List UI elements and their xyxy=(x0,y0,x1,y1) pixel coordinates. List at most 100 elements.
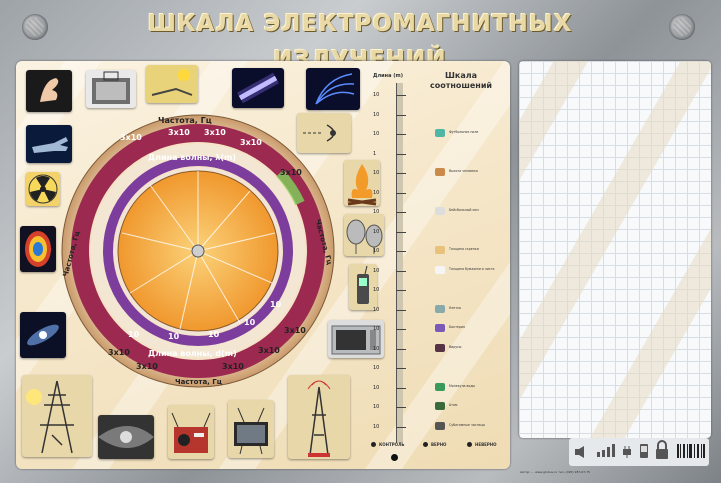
dial-bottom-value: 10 xyxy=(244,318,256,327)
scale-object-label: Бейсбольный мяч xyxy=(449,208,479,212)
poster-title: ШКАЛА ЭЛЕКТРОМАГНИТНЫХ ИЗЛУЧЕНИЙ xyxy=(147,11,573,73)
scale-object-icon xyxy=(435,246,445,254)
correct-indicator[interactable] xyxy=(423,442,428,447)
brain-scan-icon[interactable] xyxy=(20,226,56,272)
fiber-optic-icon[interactable] xyxy=(306,68,360,110)
dial-top-value: 3x10 xyxy=(204,128,226,137)
scale-tick-label: 10 xyxy=(373,287,380,293)
scale-tick xyxy=(396,270,406,272)
scale-object-icon xyxy=(435,304,445,313)
frequency-dial[interactable] xyxy=(60,113,336,389)
dial-outer-label: Частота, Гц xyxy=(158,116,212,125)
scale-tick xyxy=(396,231,406,233)
radio-icon[interactable] xyxy=(168,405,214,459)
dial-top-value: 3x10 xyxy=(168,128,190,137)
eye-icon[interactable] xyxy=(297,113,351,153)
scale-tick-label: 10 xyxy=(373,228,380,235)
dial-top-value: 3x10 xyxy=(120,133,142,142)
scale-tick-label: 10 xyxy=(373,248,380,254)
mobile-phone-icon[interactable] xyxy=(349,264,377,310)
scale-tick-label: 10 xyxy=(373,384,380,391)
scale-tick xyxy=(396,329,406,330)
scale-object-icon xyxy=(435,265,445,274)
screw-top-right xyxy=(669,14,695,40)
microwave-icon[interactable] xyxy=(328,320,384,358)
galaxy-icon[interactable] xyxy=(20,312,66,358)
scale-tick xyxy=(396,426,406,428)
scale-length-label: Длина (m) xyxy=(373,73,403,79)
scale-tick-label: 10 xyxy=(373,92,380,98)
scale-object-label: Толщина скрепки xyxy=(449,247,479,251)
scale-object-icon xyxy=(435,421,445,430)
barcode-icon xyxy=(677,444,705,458)
radio-tower-icon[interactable] xyxy=(288,375,350,459)
tv-icon[interactable] xyxy=(228,400,274,458)
control-button[interactable] xyxy=(391,454,398,461)
dial-bottom-value: 10 xyxy=(270,300,282,309)
scale-tick xyxy=(396,134,406,135)
hand-icon[interactable] xyxy=(26,125,72,163)
lock-icon[interactable] xyxy=(655,440,669,462)
scale-tick-label: 10 xyxy=(373,423,380,430)
scale-object-icon xyxy=(435,324,445,332)
scale-tick xyxy=(396,212,406,213)
scale-object-label: Толщина бумажного листа xyxy=(449,266,495,271)
light-bulb-icon[interactable] xyxy=(98,415,154,459)
scale-tick-label: 10 xyxy=(373,326,380,332)
xray-suitcase-icon[interactable] xyxy=(86,70,136,108)
scale-object-icon xyxy=(435,343,445,352)
control-indicator[interactable] xyxy=(371,442,376,447)
scale-tick-label: 10 xyxy=(373,189,380,196)
scale-tick xyxy=(396,95,406,96)
grid-panel[interactable] xyxy=(519,61,711,438)
scale-tick-label: 10 xyxy=(373,170,380,176)
uv-lamp-icon[interactable] xyxy=(232,68,284,108)
correct-label: ВЕРНО xyxy=(431,442,447,447)
scale-tick-label: 10 xyxy=(373,404,380,410)
dial-top-value: 3x10 xyxy=(240,138,262,147)
scale-tick xyxy=(396,192,406,194)
dial-bottom-freq-value: 3x10 xyxy=(136,362,158,371)
scale-tick-label: 10 xyxy=(373,365,380,371)
sunbather-icon[interactable] xyxy=(146,65,198,103)
scale-object-icon xyxy=(435,207,445,215)
scale-object-label: Высота человека xyxy=(449,169,478,173)
scale-tick xyxy=(396,251,406,252)
scale-tick xyxy=(396,387,406,389)
screw-top-left xyxy=(22,14,48,40)
wrong-label: НЕВЕРНО xyxy=(475,442,497,447)
dial-wavelength-lower-label: Длина волны, d(m) xyxy=(148,349,237,358)
dial-bottom-value: 10 xyxy=(208,330,220,339)
scale-object-label: Молекула воды xyxy=(449,383,476,388)
dial-top-value: 3x10 xyxy=(280,168,302,177)
hand-xray-icon[interactable] xyxy=(26,70,72,112)
satellite-dish-icon[interactable] xyxy=(344,214,384,256)
speaker-icon[interactable] xyxy=(575,446,591,458)
dial-bottom-value: 10 xyxy=(128,330,140,339)
scale-tick xyxy=(396,290,406,291)
dial-frequency-bottom-label: Частота, Гц xyxy=(175,378,222,386)
scale-tick xyxy=(396,153,406,155)
scale-tick xyxy=(396,309,406,311)
dial-bottom-freq-value: 3x10 xyxy=(284,326,306,335)
scale-tick-label: 10 xyxy=(373,306,380,313)
radiation-icon[interactable] xyxy=(26,172,60,206)
campfire-icon[interactable] xyxy=(344,160,380,206)
scale-object-label: Вирусы xyxy=(449,344,462,349)
scale-tick-label: 10 xyxy=(373,345,380,352)
scale-object-label: Атом xyxy=(449,403,458,407)
wrong-indicator[interactable] xyxy=(467,442,472,447)
dial-bottom-freq-value: 3x10 xyxy=(108,348,130,357)
power-tower-icon[interactable] xyxy=(22,375,92,457)
scale-object-label: Клетка xyxy=(449,305,461,310)
scale-object-icon xyxy=(435,402,445,410)
scale-object-icon xyxy=(435,382,445,391)
scale-object-label: Футбольное поле xyxy=(449,130,479,134)
signal-bars-icon xyxy=(597,444,615,457)
dial-bottom-freq-value: 3x10 xyxy=(222,362,244,371)
control-panel: КОНТРОЛЬ ВЕРНО НЕВЕРНО xyxy=(363,432,505,461)
scale-tick xyxy=(396,114,406,116)
scale-tick xyxy=(396,407,406,408)
scale-object-icon xyxy=(435,168,445,176)
